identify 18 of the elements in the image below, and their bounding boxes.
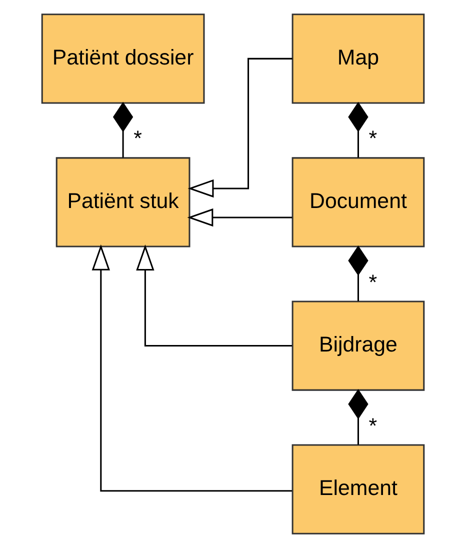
edge-label: * <box>368 270 377 294</box>
node-box: Map <box>291 14 424 104</box>
arrow <box>187 58 292 198</box>
connector <box>348 102 368 158</box>
arrow <box>136 244 292 347</box>
arrow <box>91 244 292 492</box>
node-box: Document <box>291 157 424 248</box>
connector <box>348 246 368 302</box>
node-box: Bijdrage <box>291 300 424 391</box>
connector <box>112 102 133 158</box>
connector <box>348 389 368 445</box>
edge-label: * <box>368 126 377 151</box>
node-box: Patiënt dossier <box>40 14 204 104</box>
edge-label: * <box>368 414 377 438</box>
node-box: Patiënt stuk <box>55 157 190 248</box>
arrow <box>186 208 292 227</box>
edge-label: * <box>133 126 142 151</box>
node-box: Element <box>291 444 424 534</box>
